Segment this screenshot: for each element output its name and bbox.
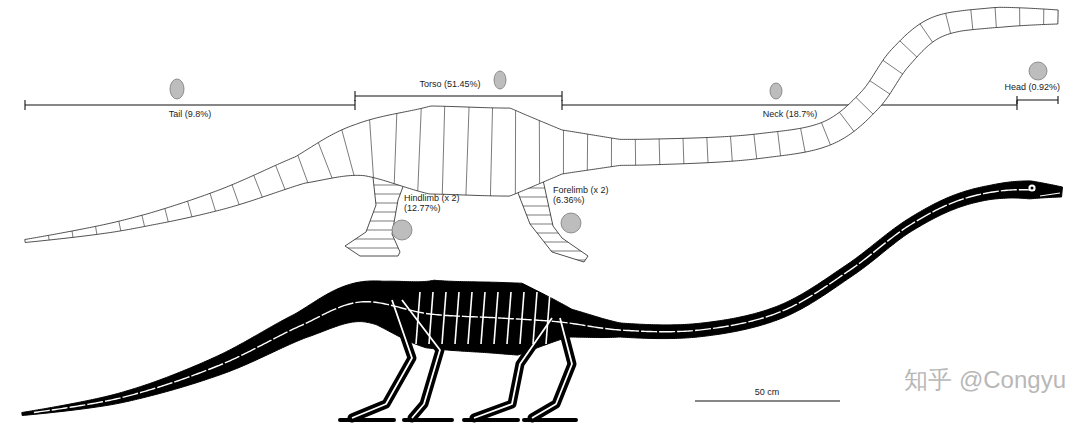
limb-label: Hindlimb (x 2) (12.77%) [404,193,470,214]
segment-label: Neck (18.7%) [763,109,818,119]
center-of-mass-marker [770,83,782,99]
watermark: 知乎 @Congyu [904,366,1066,394]
segment-label: Head (0.92%) [1004,82,1060,92]
center-of-mass-marker [392,220,412,240]
segmented-body-outline [25,7,1058,242]
neck-bracket [562,100,1017,110]
torso-bracket [355,91,562,101]
head-bracket [1017,96,1058,104]
center-of-mass-marker [1029,62,1047,80]
scale-label: 50 cm [755,387,780,397]
center-of-mass-marker [561,213,581,233]
limb-label: Forelimb (x 2) (6.36%) [553,185,619,206]
scale-bar [695,400,840,401]
segment-label: Torso (51.45%) [419,79,480,89]
tail-bracket [25,100,355,110]
center-of-mass-marker [494,71,506,89]
segment-label: Tail (9.8%) [169,109,212,119]
center-of-mass-marker [170,79,184,99]
